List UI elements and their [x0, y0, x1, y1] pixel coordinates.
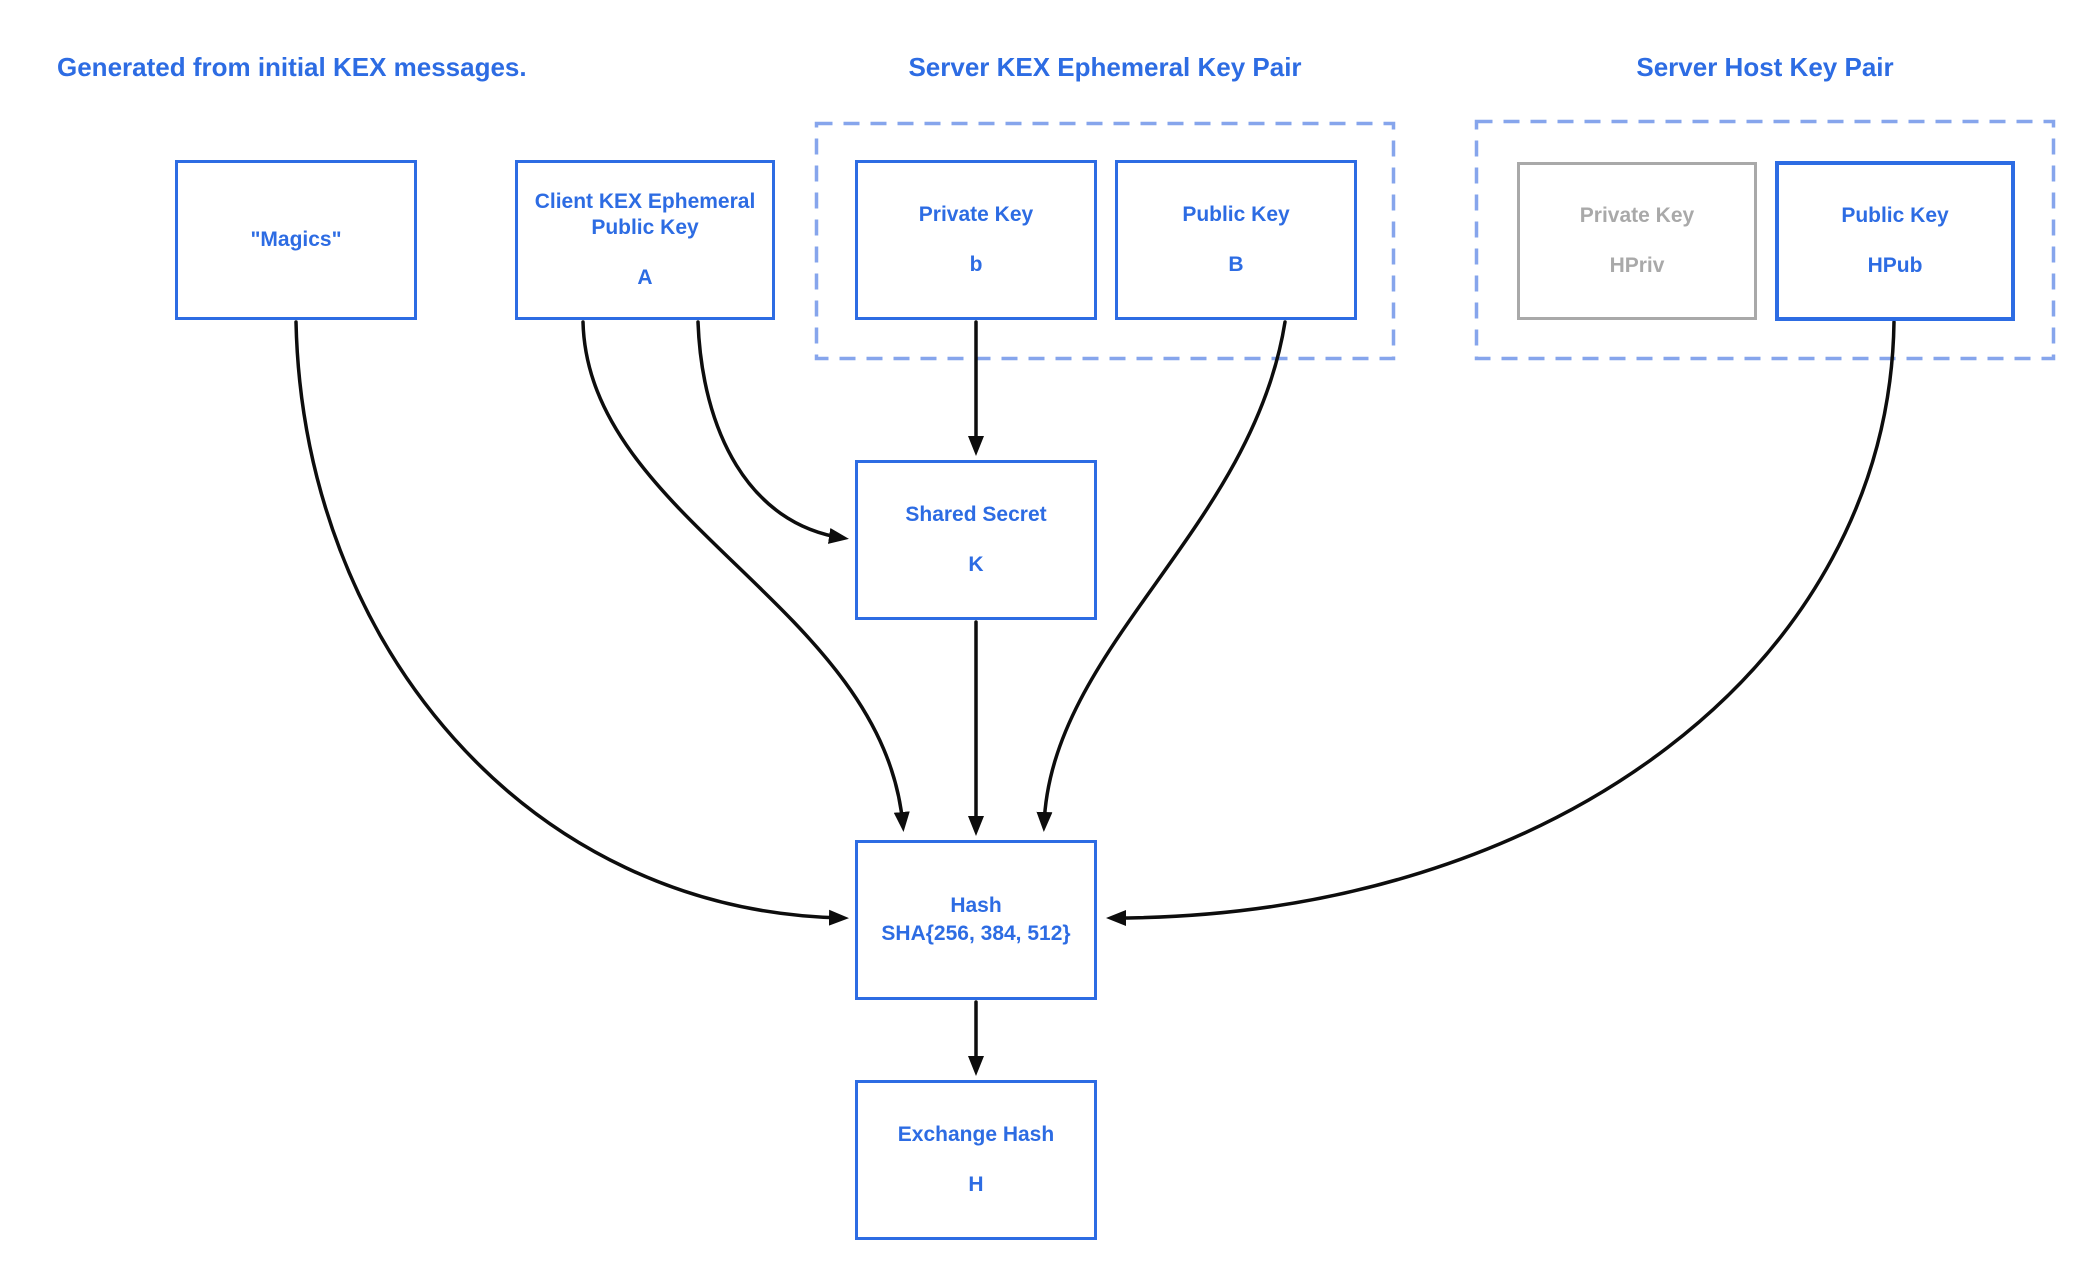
node-server-host-private-key: Private Key HPriv [1517, 162, 1757, 320]
node-client-kex-label-line1: Client KEX Ephemeral [534, 190, 756, 213]
node-kex-public-label: Public Key [1182, 203, 1290, 226]
node-magics: "Magics" [175, 160, 417, 320]
node-exchange-hash-symbol: H [968, 1173, 984, 1196]
node-kex-private-symbol: b [969, 253, 983, 276]
node-client-kex-label-line2: Public Key [591, 216, 699, 239]
group-title-server-host: Server Host Key Pair [1636, 52, 1894, 82]
annotation-generated-from-kex: Generated from initial KEX messages. [57, 52, 527, 82]
node-host-public-symbol: HPub [1867, 254, 1923, 277]
node-server-host-public-key: Public Key HPub [1775, 161, 2015, 321]
node-exchange-hash: Exchange Hash H [855, 1080, 1097, 1240]
node-exchange-hash-label: Exchange Hash [897, 1123, 1055, 1146]
node-kex-private-label: Private Key [918, 203, 1034, 226]
arrow-client-kex-to-shared-secret [696, 320, 849, 544]
arrow-client-kex-to-hash [581, 320, 910, 832]
node-host-private-label: Private Key [1579, 204, 1695, 227]
node-host-private-symbol: HPriv [1609, 254, 1665, 277]
arrow-host-public-to-hash [1106, 320, 1896, 926]
node-client-kex-label: Client KEX Ephemeral Public Key [535, 189, 756, 241]
node-hash-sublabel: SHA{256, 384, 512} [881, 922, 1071, 945]
node-hash: Hash SHA{256, 384, 512} [855, 840, 1097, 1000]
group-title-server-kex: Server KEX Ephemeral Key Pair [908, 52, 1302, 82]
arrow-kex-public-to-hash [1036, 320, 1287, 832]
node-client-kex-ephemeral-public-key: Client KEX Ephemeral Public Key A [515, 160, 775, 320]
node-magics-label: "Magics" [250, 228, 342, 251]
arrow-magics-to-hash [294, 320, 849, 926]
node-shared-secret-label: Shared Secret [905, 503, 1047, 526]
node-host-public-label: Public Key [1841, 204, 1949, 227]
node-server-kex-private-key: Private Key b [855, 160, 1097, 320]
node-hash-label: Hash [950, 894, 1002, 917]
node-shared-secret-symbol: K [968, 553, 984, 576]
node-client-kex-symbol: A [637, 266, 653, 289]
node-server-kex-public-key: Public Key B [1115, 160, 1357, 320]
node-shared-secret: Shared Secret K [855, 460, 1097, 620]
node-kex-public-symbol: B [1228, 253, 1244, 276]
